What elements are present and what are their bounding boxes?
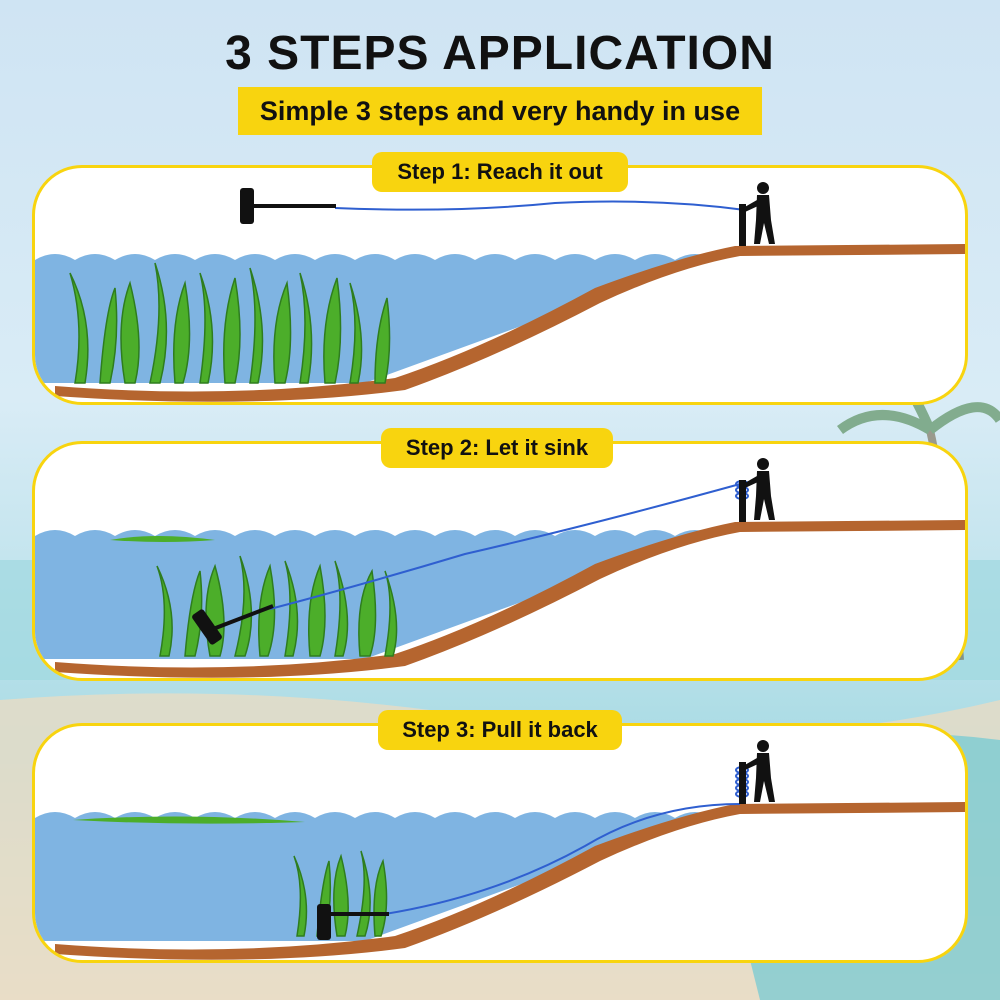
rope — [384, 803, 741, 915]
post — [739, 480, 746, 522]
step-2-panel — [32, 441, 968, 681]
weed-rake-icon — [192, 604, 274, 645]
person-icon — [743, 182, 775, 244]
step-3-illustration — [35, 740, 965, 960]
weed-patch — [69, 262, 391, 384]
rope — [334, 200, 746, 211]
person-icon — [743, 740, 775, 802]
weed-rake-icon — [317, 904, 389, 940]
floating-weed — [110, 536, 215, 542]
floating-weed — [73, 816, 305, 824]
step-3-label: Step 3: Pull it back — [378, 710, 622, 750]
step-2-illustration — [35, 458, 965, 678]
step-2-label: Step 2: Let it sink — [381, 428, 613, 468]
step-1-illustration — [35, 182, 965, 402]
person-icon — [743, 458, 775, 520]
subtitle-banner: Simple 3 steps and very handy in use — [238, 87, 762, 135]
weed-rake-icon — [240, 188, 336, 224]
step-1-panel — [32, 165, 968, 405]
water — [35, 524, 735, 659]
step-1-label: Step 1: Reach it out — [372, 152, 628, 192]
step-3-panel — [32, 723, 968, 963]
rope — [269, 483, 741, 610]
post — [739, 762, 746, 804]
page-title: 3 STEPS APPLICATION — [225, 27, 775, 80]
post — [739, 204, 746, 246]
